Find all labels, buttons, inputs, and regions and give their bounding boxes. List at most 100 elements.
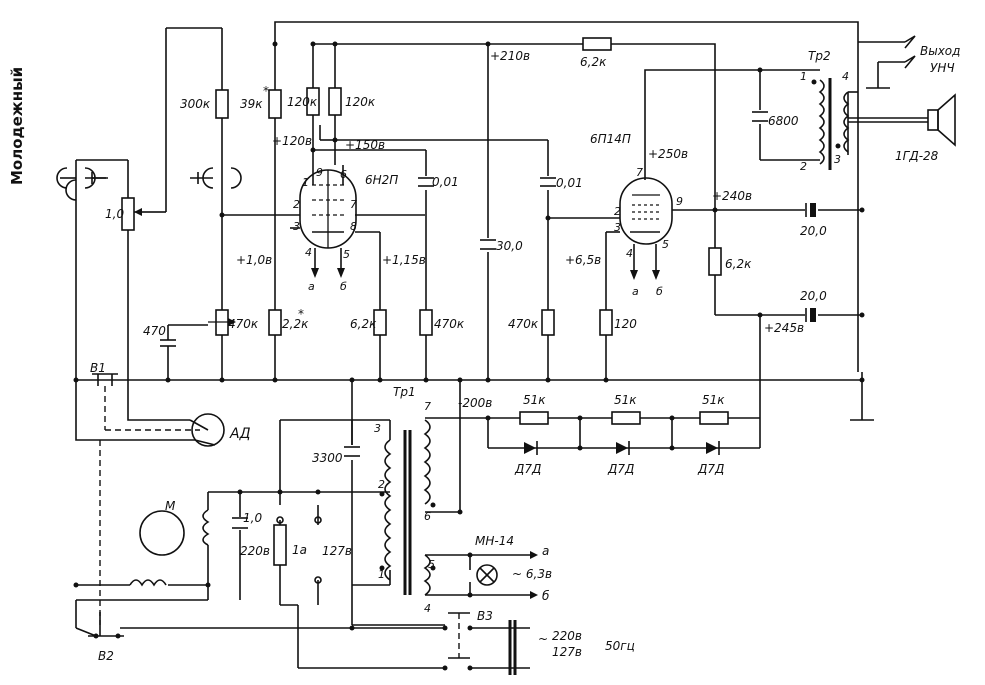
label-heater-a3: а [542, 544, 549, 558]
label-b2: В2 [98, 649, 114, 663]
resistor-2-2k [268, 309, 282, 336]
label-20-0-b: 20,0 [800, 289, 827, 303]
label-200v: -200в [458, 396, 492, 410]
label-c-1-0: 1,0 [243, 511, 262, 525]
potentiometer-1-0 [121, 197, 135, 231]
label-470k-a: 470к [434, 317, 465, 331]
label-heater-b3: б [542, 589, 550, 603]
capacitor-30-0 [480, 239, 496, 250]
pin-v1-7: 7 [350, 198, 357, 211]
label-lamp-v: ~ 6,3в [512, 567, 552, 581]
pin-v1-6: 6 [340, 168, 347, 181]
resistor-470k-a [419, 309, 433, 336]
label-mains-220: 220в [552, 629, 582, 643]
label-30-0: 30,0 [496, 239, 523, 253]
resistor-39k [268, 89, 282, 119]
fuse-1a [273, 524, 287, 566]
label-20-0-a: 20,0 [800, 224, 827, 238]
label-150v: +150в [345, 138, 385, 152]
pin-v2-9: 9 [676, 195, 683, 208]
pin-v2-3: 3 [614, 221, 621, 234]
label-6p14p: 6П14П [590, 132, 631, 146]
motor-icon [129, 509, 210, 587]
label-51k-1: 51к [523, 393, 546, 407]
label-mains-127: 127в [552, 645, 582, 659]
label-star-1: * [263, 84, 269, 98]
resistor-6-2k-top [582, 37, 612, 51]
label-heater-b2: б [656, 285, 663, 298]
resistor-120k-b [328, 87, 342, 116]
capacitor-20-0-b [805, 308, 816, 322]
resistor-51k-3 [699, 411, 729, 425]
pin-v2-5: 5 [662, 238, 669, 251]
label-output-2: УНЧ [930, 61, 955, 75]
label-tap-220: 220в [240, 544, 270, 558]
label-6800: 6800 [768, 114, 799, 128]
pin-v1-3: 3 [293, 220, 300, 233]
label-1-0v: +1,0в [236, 253, 272, 267]
pin-v2-2: 2 [614, 205, 621, 218]
lamp-icon [476, 551, 538, 599]
resistor-470k-b [541, 309, 555, 336]
label-470k-b: 470к [508, 317, 539, 331]
pin-v2-7: 7 [636, 166, 643, 179]
label-6n2p: 6Н2П [365, 173, 398, 187]
tube-6p14p [619, 177, 673, 280]
pin-tr1-6: 6 [424, 510, 431, 523]
pin-tr1-7: 7 [424, 400, 431, 413]
resistors [121, 37, 729, 566]
capacitor-1-0 [232, 517, 248, 529]
capacitor-6800 [752, 111, 768, 122]
label-tr2: Тр2 [808, 49, 831, 63]
label-heater-a2: а [632, 285, 639, 298]
label-3300: 3300 [312, 451, 343, 465]
label-300k: 300к [180, 97, 211, 111]
label-speaker: 1ГД-28 [895, 149, 939, 163]
speaker-icon [927, 93, 956, 147]
label-b1: В1 [90, 361, 106, 375]
diode-d7d-1 [524, 441, 538, 455]
label-120k-a: 120к [287, 95, 318, 109]
pin-v1-2: 2 [293, 198, 300, 211]
pin-tr1-4: 4 [424, 602, 431, 615]
label-120: 120 [614, 317, 637, 331]
pin-tr1-3: 3 [374, 422, 381, 435]
diagram-title: Молодежный [8, 67, 26, 185]
capacitor-470 [160, 339, 176, 353]
transformer-tr1 [352, 419, 436, 596]
resistor-6-2k-right [708, 247, 722, 276]
label-heater-a1: а [308, 280, 315, 293]
label-heater-b1: б [340, 280, 347, 293]
label-120k-b: 120к [345, 95, 376, 109]
voltage-selector [276, 516, 322, 584]
resistor-120 [599, 309, 613, 336]
label-210v: +210в [490, 49, 530, 63]
pin-v1-1: 1 [302, 176, 309, 189]
pin-v1-8: 8 [350, 220, 357, 233]
label-motor: М [165, 499, 176, 513]
label-pickup: АД [229, 426, 251, 442]
label-d7d-1: Д7Д [514, 462, 541, 476]
junction-dots [73, 41, 865, 631]
switch-b2 [75, 612, 124, 639]
label-51k-2: 51к [614, 393, 637, 407]
label-0-01-a: 0,01 [432, 175, 459, 189]
pin-tr2-1: 1 [800, 70, 807, 83]
pin-tr1-1: 1 [378, 568, 385, 581]
label-d7d-2: Д7Д [607, 462, 634, 476]
pickup-icon [189, 413, 225, 447]
switch-b1 [92, 373, 200, 625]
label-6-2k-right: 6,2к [725, 257, 752, 271]
pin-v2-4: 4 [626, 247, 633, 260]
pin-v1-4: 4 [305, 246, 312, 259]
label-1-15v: +1,15в [382, 253, 426, 267]
capacitor-0-01-b [540, 177, 556, 187]
pin-v1-9: 9 [316, 166, 323, 179]
label-470: 470 [143, 324, 166, 338]
pin-tr1-5: 5 [428, 558, 435, 571]
capacitor-20-0-a [805, 203, 816, 217]
label-lamp: МН-14 [475, 534, 514, 548]
label-2-2k: 2,2к [282, 317, 309, 331]
output-jack [904, 35, 916, 69]
